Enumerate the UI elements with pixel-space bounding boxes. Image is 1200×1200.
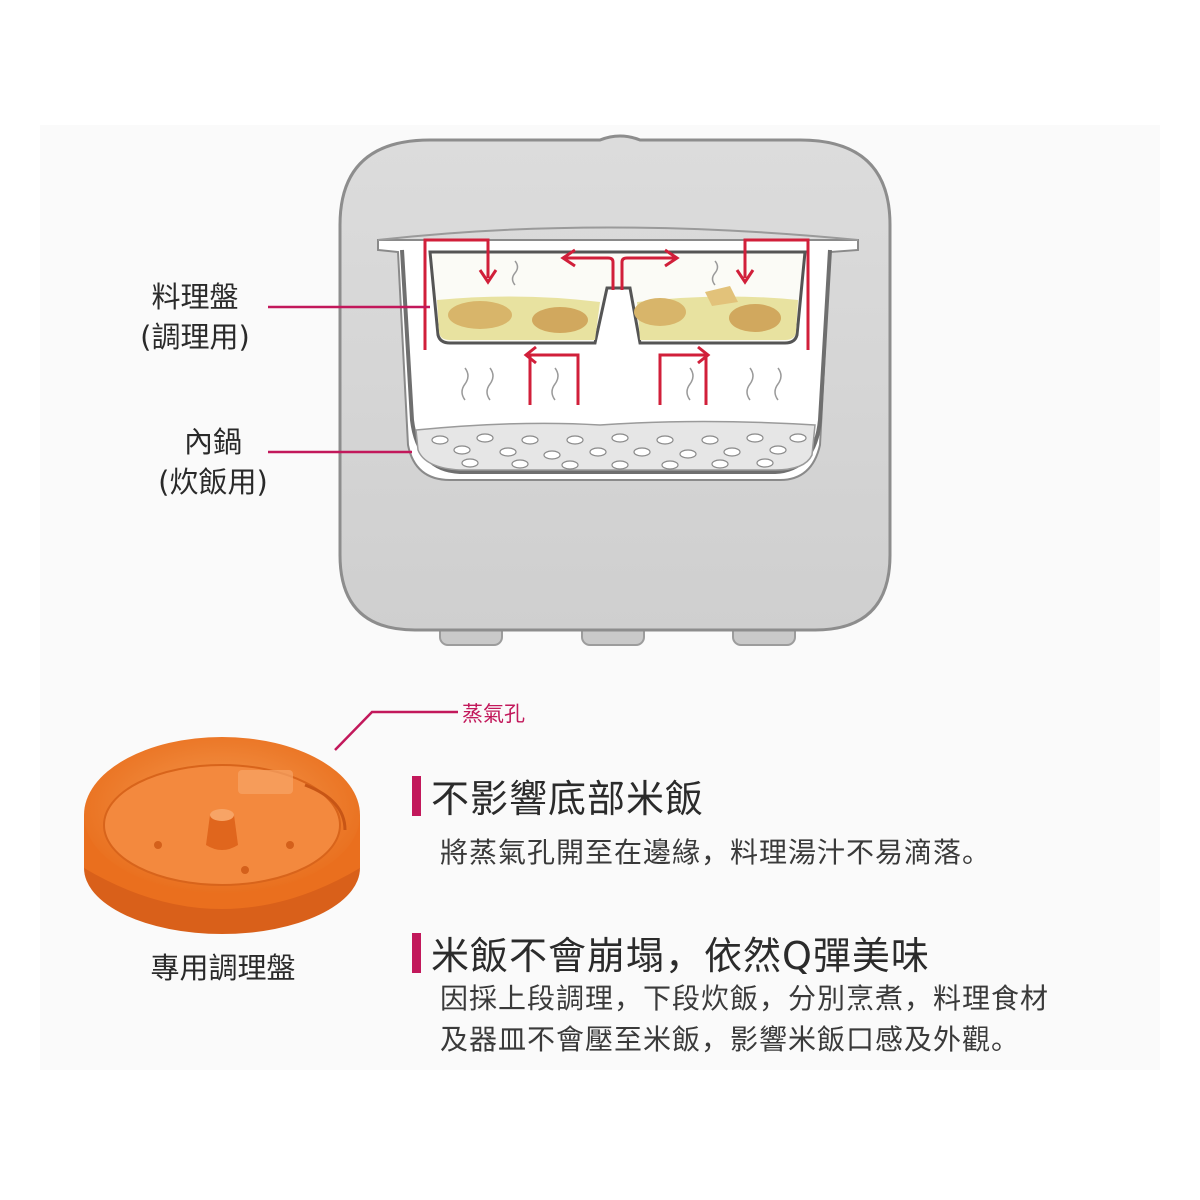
rice-layer bbox=[415, 420, 816, 471]
feature-1-heading: 不影響底部米飯 bbox=[412, 768, 704, 823]
accent-bar bbox=[412, 775, 421, 816]
feature-2-line-2: 及器皿不會壓至米飯，影響米飯口感及外觀。 bbox=[440, 1023, 1021, 1056]
cooking-tray bbox=[428, 250, 807, 345]
tray-label-line1: 料理盤 bbox=[151, 280, 239, 314]
feature-1-line-1: 將蒸氣孔開至在邊緣，料理湯汁不易滴落。 bbox=[440, 836, 992, 869]
accent-bar bbox=[412, 932, 421, 973]
feature-2-line-1: 因採上段調理，下段炊飯，分別烹煮，料理食材 bbox=[440, 982, 1050, 1015]
tray-photo bbox=[84, 737, 360, 934]
steam-wisps bbox=[461, 260, 782, 401]
steam-arrows bbox=[423, 238, 810, 405]
tray-label: 料理盤 (調理用) bbox=[130, 277, 260, 357]
feature-2-text: 因採上段調理，下段炊飯，分別烹煮，料理食材 及器皿不會壓至米飯，影響米飯口感及外… bbox=[440, 978, 1049, 1060]
tray-caption: 專用調理盤 bbox=[150, 951, 296, 985]
feature-1-text: 將蒸氣孔開至在邊緣，料理湯汁不易滴落。 bbox=[440, 832, 991, 873]
feature-2-title: 米飯不會崩塌，依然Q彈美味 bbox=[431, 934, 930, 978]
feature-1-title: 不影響底部米飯 bbox=[431, 777, 705, 821]
pot-label-line1: 內鍋 bbox=[183, 425, 242, 459]
tray-label-line2: (調理用) bbox=[140, 320, 250, 354]
pot-label: 內鍋 (炊飯用) bbox=[148, 422, 278, 502]
feature-2-heading: 米飯不會崩塌，依然Q彈美味 bbox=[412, 925, 930, 980]
pot-label-line2: (炊飯用) bbox=[158, 465, 268, 499]
leader-lines bbox=[268, 305, 458, 751]
steam-hole-label: 蒸氣孔 bbox=[462, 702, 525, 726]
